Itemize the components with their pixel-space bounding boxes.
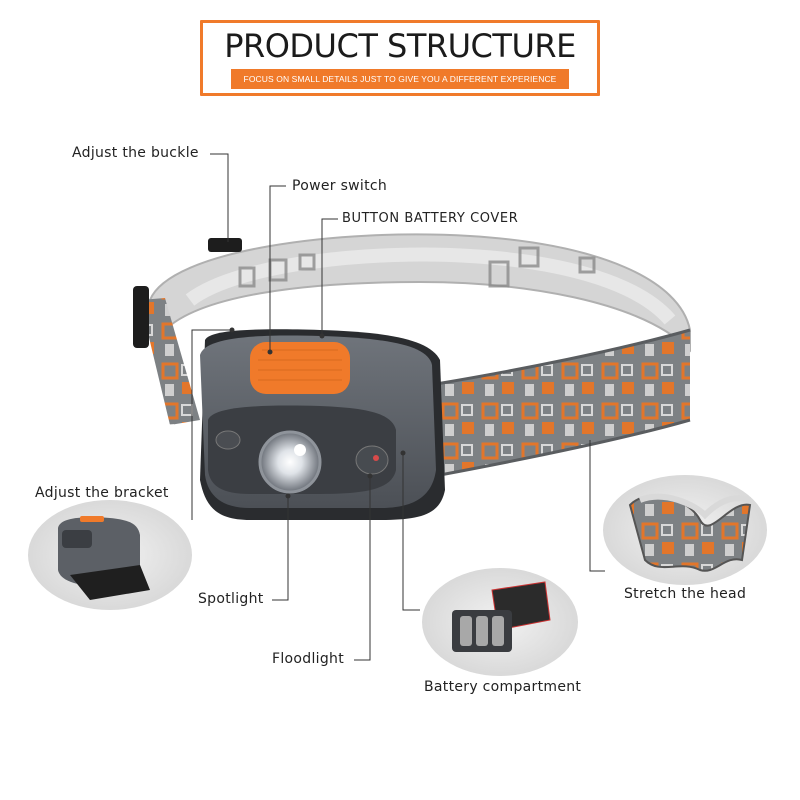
- bracket-detail: [28, 500, 192, 610]
- title-box: PRODUCT STRUCTURE FOCUS ON SMALL DETAILS…: [200, 20, 600, 96]
- label-floodlight: Floodlight: [272, 651, 344, 667]
- label-battery-cover: BUTTON BATTERY COVER: [342, 211, 519, 226]
- subtitle-bar: FOCUS ON SMALL DETAILS JUST TO GIVE YOU …: [231, 69, 569, 89]
- headband: [133, 233, 691, 477]
- lamp-body: [200, 329, 445, 520]
- spotlight-lens: [258, 430, 322, 494]
- stretch-detail: [603, 475, 767, 585]
- callout-lines: [191, 153, 605, 661]
- label-stretch-head: Stretch the head: [624, 586, 747, 602]
- page-title: PRODUCT STRUCTURE: [224, 27, 576, 65]
- label-adjust-bracket: Adjust the bracket: [35, 485, 169, 501]
- power-switch: [250, 342, 350, 394]
- buckle: [133, 286, 149, 348]
- label-battery-compartment: Battery compartment: [424, 679, 582, 695]
- label-power-switch: Power switch: [292, 178, 388, 194]
- label-spotlight: Spotlight: [198, 591, 264, 607]
- floodlight-lens: [355, 445, 389, 475]
- battery-compartment-detail: [422, 568, 578, 676]
- label-adjust-buckle: Adjust the buckle: [72, 145, 199, 161]
